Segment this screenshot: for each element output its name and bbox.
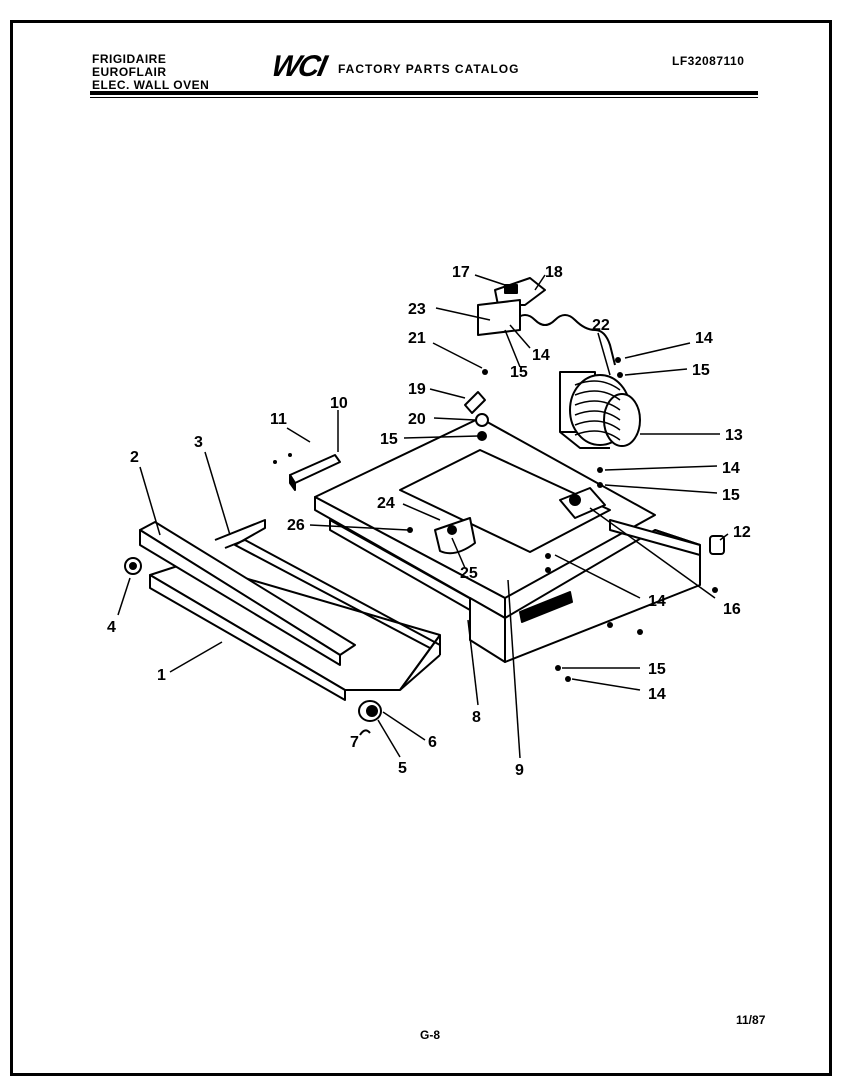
callout-25: 25 bbox=[460, 565, 478, 582]
callout-4: 4 bbox=[107, 619, 116, 636]
callout-2: 2 bbox=[130, 449, 139, 466]
callout-14-e: 14 bbox=[648, 686, 666, 703]
blower-assembly bbox=[559, 371, 641, 449]
callout-1: 1 bbox=[157, 667, 166, 684]
callout-15-b: 15 bbox=[510, 364, 528, 381]
brand-block: FRIGIDAIRE EUROFLAIR ELEC. WALL OVEN bbox=[92, 53, 209, 92]
leader-lines bbox=[117, 274, 729, 759]
callout-16: 16 bbox=[723, 601, 741, 618]
callout-14-d: 14 bbox=[648, 593, 666, 610]
switch-17 bbox=[494, 277, 546, 306]
rear-trim bbox=[609, 519, 701, 556]
callout-14-b: 14 bbox=[532, 347, 550, 364]
model-number: LF32087110 bbox=[672, 54, 745, 68]
spring-7 bbox=[359, 729, 371, 736]
hinge-bracket-lower bbox=[519, 591, 573, 623]
bracket-23 bbox=[477, 299, 521, 336]
wire-coil bbox=[514, 314, 616, 366]
thermostat-16 bbox=[559, 487, 606, 519]
knob-5 bbox=[358, 700, 382, 722]
callout-13: 13 bbox=[725, 427, 743, 444]
catalog-title: FACTORY PARTS CATALOG bbox=[338, 62, 520, 76]
callout-6: 6 bbox=[428, 734, 437, 751]
door-trim-bar bbox=[139, 521, 356, 666]
callout-22: 22 bbox=[592, 317, 610, 334]
callout-8: 8 bbox=[472, 709, 481, 726]
brand-line-3: ELEC. WALL OVEN bbox=[92, 78, 210, 92]
callout-17: 17 bbox=[452, 264, 470, 281]
callout-9: 9 bbox=[515, 762, 524, 779]
page-border bbox=[10, 20, 832, 1076]
callout-11: 11 bbox=[270, 411, 287, 428]
brand-line-1: FRIGIDAIRE bbox=[92, 52, 167, 66]
knob-4 bbox=[124, 557, 142, 575]
callout-23: 23 bbox=[408, 301, 426, 318]
callout-24: 24 bbox=[377, 495, 395, 512]
callout-3: 3 bbox=[194, 434, 203, 451]
cabinet-inner-plate bbox=[399, 449, 611, 553]
callout-15-e: 15 bbox=[648, 661, 666, 678]
callout-26: 26 bbox=[287, 517, 305, 534]
callout-14-a: 14 bbox=[695, 330, 713, 347]
cup-24 bbox=[434, 517, 476, 555]
header-rule-thin bbox=[90, 97, 758, 98]
brand-line-2: EUROFLAIR bbox=[92, 65, 167, 79]
callout-15-c: 15 bbox=[380, 431, 398, 448]
header-rule-thick bbox=[90, 91, 758, 95]
door-gasket bbox=[214, 519, 441, 649]
callout-21: 21 bbox=[408, 330, 426, 347]
callout-12: 12 bbox=[733, 524, 751, 541]
callout-18: 18 bbox=[545, 264, 563, 281]
callout-7: 7 bbox=[350, 734, 359, 751]
callout-20: 20 bbox=[408, 411, 426, 428]
oven-body-front bbox=[469, 529, 701, 663]
callout-14-c: 14 bbox=[722, 460, 740, 477]
page-code: G-8 bbox=[420, 1028, 441, 1042]
bracket-19 bbox=[464, 391, 489, 441]
latch-bracket bbox=[289, 454, 341, 491]
hardware-screws bbox=[273, 357, 718, 682]
callout-15-a: 15 bbox=[692, 362, 710, 379]
callout-19: 19 bbox=[408, 381, 426, 398]
callout-15-d: 15 bbox=[722, 487, 740, 504]
callout-labels: 1 2 3 4 5 6 7 8 9 10 11 12 13 14 14 14 1… bbox=[107, 264, 751, 779]
date-code: 11/87 bbox=[736, 1013, 766, 1027]
callout-5: 5 bbox=[398, 760, 407, 777]
callout-10: 10 bbox=[330, 395, 348, 412]
